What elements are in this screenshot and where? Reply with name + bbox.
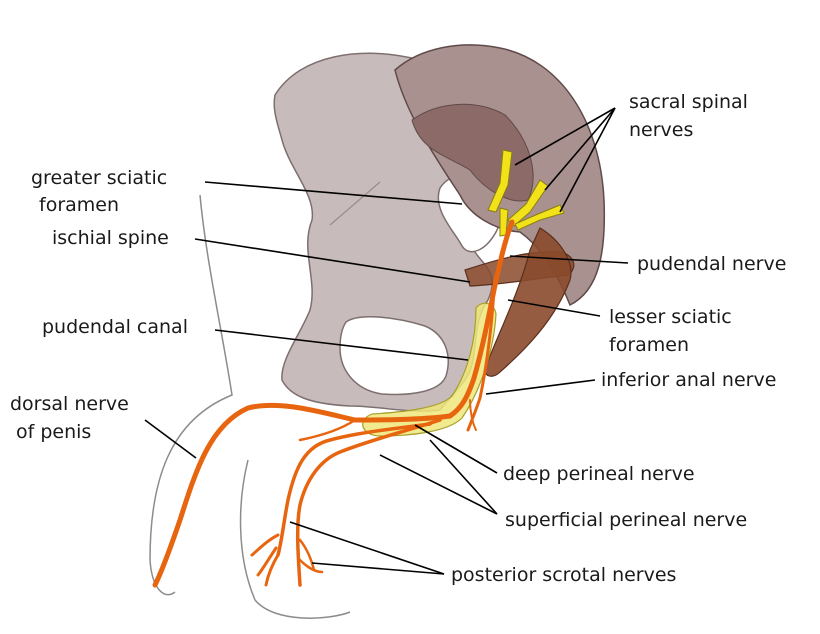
label-dorsal-nerve-line1: dorsal nerve xyxy=(10,393,129,415)
obturator-foramen xyxy=(339,316,449,396)
label-deep-perineal-nerve: deep perineal nerve xyxy=(503,463,695,485)
label-dorsal-nerve-line2: of penis xyxy=(16,421,91,443)
label-lesser-sciatic-line2: foramen xyxy=(609,334,689,356)
label-ischial-spine: ischial spine xyxy=(52,227,169,249)
label-sacral-spinal-line2: nerves xyxy=(629,119,693,141)
label-greater-sciatic-line2: foramen xyxy=(39,194,119,216)
leader-lines xyxy=(144,107,629,575)
label-sacral-spinal-line1: sacral spinal xyxy=(629,91,748,113)
label-greater-sciatic-line1: greater sciatic xyxy=(31,167,167,189)
sacrotuberous-ligament xyxy=(484,227,572,377)
body-outline xyxy=(149,194,351,619)
sacral-spinal-nerves xyxy=(487,149,565,237)
label-lesser-sciatic-line1: lesser sciatic xyxy=(609,306,732,328)
pudendal-nerve-tree xyxy=(152,219,515,588)
label-superficial-perineal-nerve: superficial perineal nerve xyxy=(505,509,747,531)
label-pudendal-canal: pudendal canal xyxy=(42,316,188,338)
bone-crease xyxy=(329,181,381,226)
label-inferior-anal-nerve: inferior anal nerve xyxy=(601,369,776,391)
label-pudendal-nerve: pudendal nerve xyxy=(637,253,786,275)
label-posterior-scrotal-nerves: posterior scrotal nerves xyxy=(451,564,676,586)
